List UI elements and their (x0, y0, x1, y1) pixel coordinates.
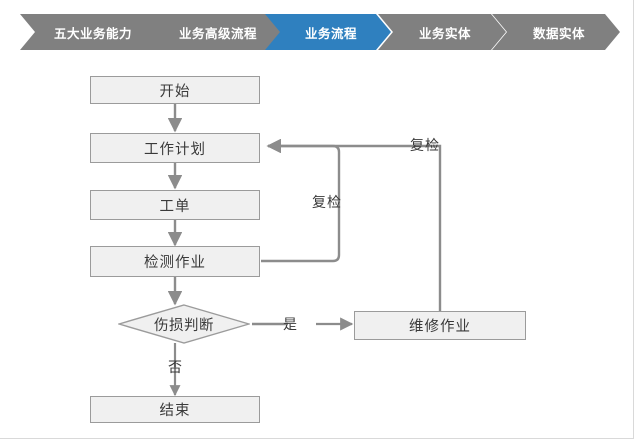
breadcrumb-step-4-label: 业务实体 (418, 26, 471, 41)
node-work-order[interactable]: 工单 (90, 190, 260, 220)
breadcrumb: 五大业务能力 业务高级流程 业务流程 业务实体 数据实体 (0, 14, 634, 50)
edge-label-recheck-outer: 复检 (410, 137, 440, 153)
breadcrumb-step-5[interactable]: 数据实体 (492, 14, 620, 50)
breadcrumb-step-3-label: 业务流程 (304, 26, 357, 41)
breadcrumb-step-3[interactable]: 业务流程 (265, 14, 391, 50)
node-work-plan[interactable]: 工作计划 (90, 133, 260, 163)
breadcrumb-step-4[interactable]: 业务实体 (378, 14, 506, 50)
node-inspection-task-label: 检测作业 (144, 255, 206, 271)
node-work-plan-label: 工作计划 (144, 141, 206, 158)
breadcrumb-step-1[interactable]: 五大业务能力 (20, 14, 160, 50)
node-end-label: 结束 (159, 403, 191, 419)
edge-repair-recheck-loop (266, 138, 442, 311)
node-work-order-label: 工单 (159, 198, 191, 215)
edge-label-recheck-inner: 复检 (312, 194, 342, 210)
node-damage-decision[interactable]: 伤损判断 (118, 304, 250, 344)
breadcrumb-step-2[interactable]: 业务高级流程 (142, 14, 288, 50)
node-start-label: 开始 (159, 83, 191, 100)
breadcrumb-step-2-label: 业务高级流程 (178, 26, 257, 41)
node-repair-task[interactable]: 维修作业 (354, 311, 526, 340)
breadcrumb-step-5-label: 数据实体 (532, 26, 585, 41)
node-damage-decision-label: 伤损判断 (154, 317, 214, 334)
breadcrumb-step-1-label: 五大业务能力 (53, 26, 132, 41)
node-inspection-task[interactable]: 检测作业 (90, 246, 260, 277)
edge-label-no: 否 (168, 359, 183, 375)
node-start[interactable]: 开始 (90, 76, 260, 104)
node-end[interactable]: 结束 (90, 396, 260, 423)
diamond-shape (118, 304, 250, 344)
node-repair-task-label: 维修作业 (409, 319, 471, 335)
edge-label-yes: 是 (283, 316, 298, 332)
